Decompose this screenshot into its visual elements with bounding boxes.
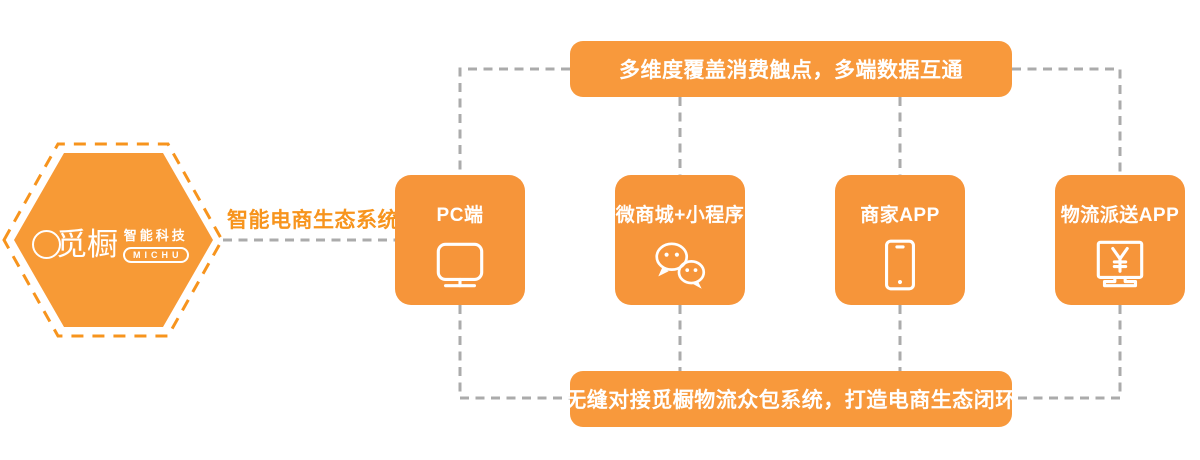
top-banner: 多维度覆盖消费触点，多端数据互通 <box>570 41 1012 97</box>
node-wechat-mall: 微商城+小程序 <box>615 175 745 305</box>
brand-name: 觅橱 <box>56 226 118 262</box>
michu-logo-circle-icon <box>32 229 61 259</box>
yuan-monitor-icon <box>1096 240 1144 288</box>
node-merchant-app: 商家APP <box>835 175 965 305</box>
brand-logo: 觅橱 智能科技 MICHU <box>32 221 204 267</box>
node-logistics-app-label: 物流派送APP <box>1060 205 1180 226</box>
brand-acronym-badge: MICHU <box>123 246 189 264</box>
wechat-bubbles-icon <box>655 242 706 289</box>
connector-top-right <box>1012 67 1122 175</box>
connector-top-left <box>458 67 570 175</box>
hexagon-logo-shape <box>14 153 213 327</box>
tablet-icon <box>885 239 915 291</box>
connector-bottom-right <box>1012 305 1122 400</box>
bottom-banner: 无缝对接觅橱物流众包系统，打造电商生态闭环 <box>565 371 1016 427</box>
hexagon-dashed-border <box>2 142 224 338</box>
node-wechat-mall-label: 微商城+小程序 <box>615 205 745 226</box>
brand-subtitle: 智能科技 <box>123 227 188 243</box>
node-logistics-app: 物流派送APP <box>1055 175 1185 305</box>
connector-bottom-left <box>458 305 570 400</box>
node-merchant-app-label: 商家APP <box>860 205 940 226</box>
diagram-headline: 智能电商生态系统 <box>227 209 399 232</box>
desktop-monitor-icon <box>436 242 484 288</box>
node-pc-label: PC端 <box>436 205 484 226</box>
node-pc: PC端 <box>395 175 525 305</box>
